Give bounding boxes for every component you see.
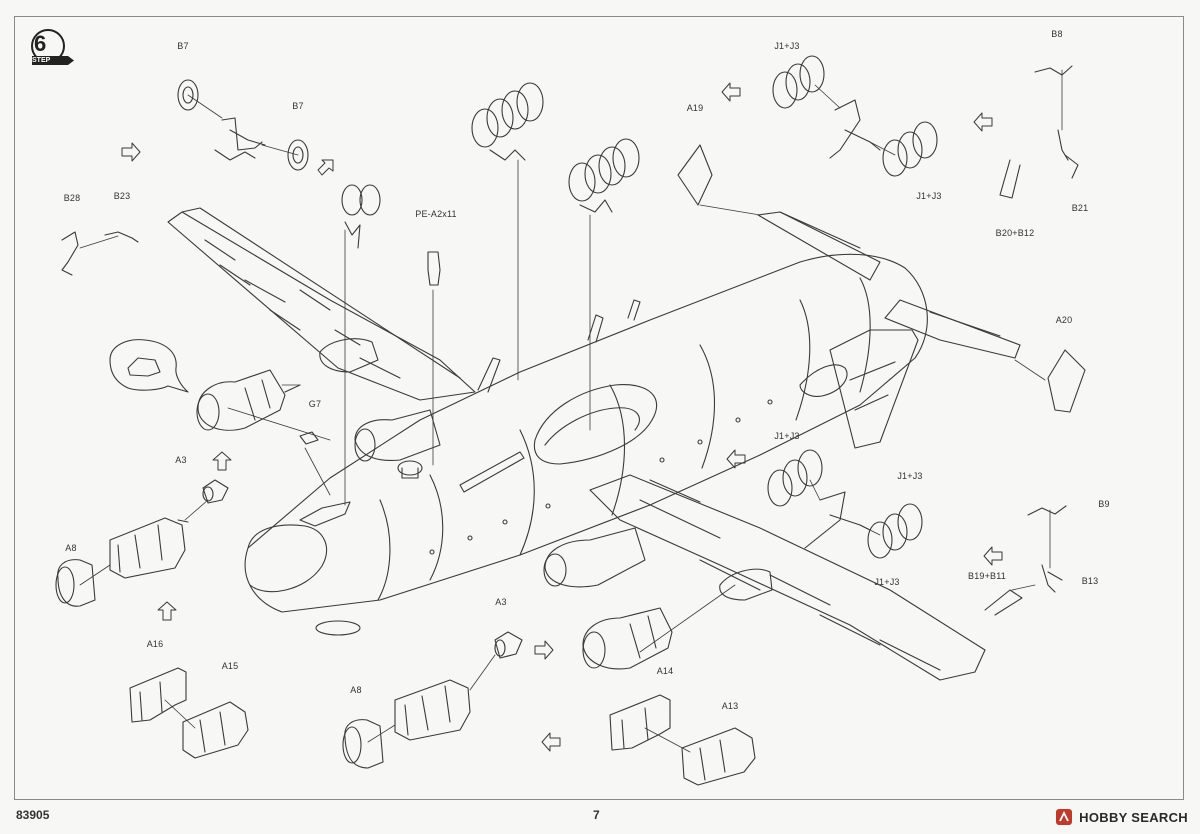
part-pe-a2 [427, 251, 441, 286]
part-label: A13 [721, 701, 739, 711]
part-label: B8 [1051, 29, 1063, 39]
nose-gear-b7 [177, 79, 309, 171]
strut-b8-b21 [999, 65, 1079, 199]
part-label: A15 [221, 661, 239, 671]
part-label: A3 [175, 455, 187, 465]
detail-callout [109, 339, 189, 393]
part-label: A3 [495, 597, 507, 607]
part-label: G7 [308, 399, 322, 409]
engine-right-detached [582, 607, 673, 670]
part-label: B13 [1081, 576, 1099, 586]
part-label: B28 [63, 193, 81, 203]
hobby-search-logo-icon [1056, 809, 1073, 825]
part-label: B19+B11 [967, 571, 1007, 581]
aircraft-fuselage [244, 253, 928, 636]
main-gear-j1j3-middle [767, 449, 923, 559]
part-label: A20 [1055, 315, 1073, 325]
part-b23 [104, 231, 139, 243]
part-b28 [61, 231, 79, 276]
sheet-border [14, 16, 1184, 800]
part-a19 [677, 144, 713, 206]
left-wing [167, 207, 476, 462]
page-number: 7 [593, 808, 600, 822]
engine-assembly-a8-left [55, 517, 189, 607]
part-label: J1+J3 [916, 191, 942, 201]
part-label: A8 [350, 685, 362, 695]
part-label: B9 [1098, 499, 1110, 509]
engine-assembly-a8-center [342, 679, 471, 769]
cowling-a14-a13 [609, 694, 756, 786]
tail-section [757, 211, 1021, 449]
main-gear-assembled-1 [471, 82, 544, 161]
part-label: B7 [177, 41, 189, 51]
leader-lines [79, 69, 1063, 753]
part-label: B23 [113, 191, 131, 201]
product-code: 83905 [16, 808, 50, 822]
part-label: J1+J3 [874, 577, 900, 587]
part-label: B21 [1071, 203, 1089, 213]
part-label: B20+B12 [995, 228, 1035, 238]
part-label: J1+J3 [774, 41, 800, 51]
direction-arrows [121, 82, 1003, 752]
part-label: A14 [656, 666, 674, 676]
cowling-a16-a15 [129, 667, 249, 759]
step-number: 6 [34, 31, 47, 56]
strut-b9-b13 [984, 505, 1067, 616]
nose-gear-assembled [341, 184, 381, 249]
part-label: J1+J3 [774, 431, 800, 441]
part-label: PE-A2x11 [415, 209, 457, 219]
watermark: HOBBY SEARCH [1055, 806, 1188, 828]
part-label: A8 [65, 543, 77, 553]
main-gear-j1j3-upper [772, 55, 938, 177]
part-a3-left [202, 479, 229, 504]
right-wing [543, 474, 986, 681]
step-word: STEP [32, 57, 51, 64]
part-label: A19 [686, 103, 704, 113]
part-a20 [1047, 349, 1086, 413]
main-gear-assembled-2 [568, 138, 640, 213]
part-a3-center [494, 631, 523, 659]
part-label: B7 [292, 101, 304, 111]
part-label: J1+J3 [897, 471, 923, 481]
part-label: A16 [146, 639, 164, 649]
engine-left-detached [196, 369, 301, 431]
watermark-text: HOBBY SEARCH [1079, 809, 1188, 825]
step-badge [31, 29, 74, 65]
